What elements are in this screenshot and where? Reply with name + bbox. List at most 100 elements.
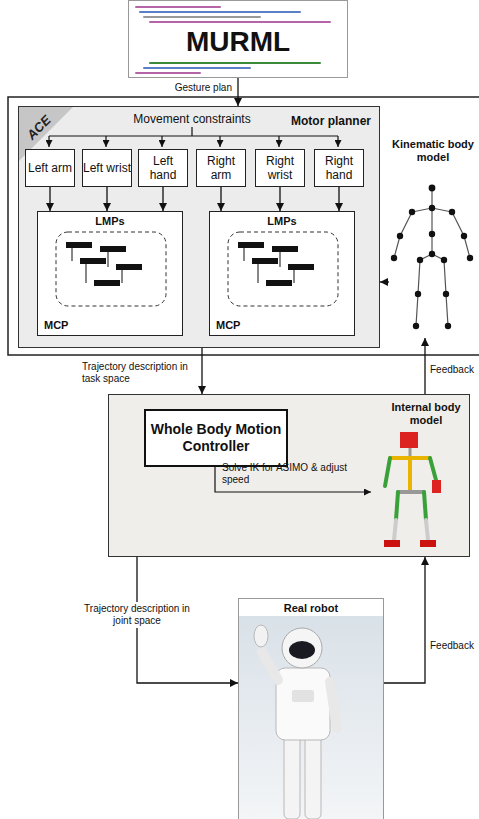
drawing-part (408, 458, 412, 492)
node-fill (255, 149, 305, 187)
robot-photo (239, 616, 383, 819)
drawing-part (431, 188, 432, 254)
drawing-part (452, 212, 470, 258)
drawing-part (244, 248, 294, 283)
node-title: Whole Body Motion Controller (146, 421, 286, 455)
drawing-part (49, 127, 338, 136)
drawing-part (72, 248, 122, 283)
drawing-part (424, 492, 426, 520)
photo-frame: Real robot (238, 598, 384, 819)
planner-panel: ACEMotor plannerLeft armLeft wristLeft h… (18, 106, 380, 348)
connector (338, 187, 339, 211)
drawing-part (467, 255, 473, 261)
node-text: Motor planner (291, 114, 371, 128)
drawing-part (136, 6, 220, 8)
connector (279, 187, 280, 211)
drawing-part (432, 480, 441, 493)
node-fill (82, 149, 132, 187)
drawing-part (144, 16, 260, 18)
edge-label: Gesture plan (150, 82, 232, 93)
node-title: Left wrist (83, 161, 131, 175)
node-title: Left arm (28, 161, 72, 175)
drawing-part (385, 458, 390, 486)
node-fill (108, 394, 470, 557)
drawing-part (441, 257, 447, 263)
body-model: Kinematic body model (389, 138, 477, 338)
node-fill (238, 598, 384, 819)
node-title: Kinematic body model (389, 138, 477, 164)
node-title: Right hand (315, 154, 363, 182)
annotation: Movement constraints (122, 112, 262, 126)
drawing-part (417, 257, 423, 263)
edge-label: Trajectory description in joint space (81, 602, 193, 628)
lmp-box: LMPsMCP (209, 211, 355, 336)
drawing-part (284, 735, 300, 819)
drawing-part (278, 136, 279, 147)
process-box: Right wrist (255, 149, 305, 187)
edge-label: Trajectory description in task space (82, 361, 194, 385)
lmp-graph (228, 232, 338, 306)
drawing-part (48, 136, 49, 147)
drawing-part (337, 136, 338, 147)
drawing-part (413, 323, 419, 329)
drawing-part (415, 291, 421, 297)
drawing-part (288, 264, 314, 270)
node-fill (196, 149, 246, 187)
drawing-part (150, 21, 330, 23)
node-title: Right arm (197, 154, 245, 182)
drawing-part (445, 323, 451, 329)
drawing-part (56, 232, 166, 306)
drawing-part (396, 492, 398, 520)
lmp-graph (56, 232, 166, 306)
node-text: MCP (216, 319, 240, 331)
drawing-part (429, 205, 435, 211)
connector (106, 187, 107, 211)
drawing-part (400, 432, 418, 448)
node-fill (138, 149, 188, 187)
drawing-part (398, 490, 424, 494)
process-box: Right hand (314, 149, 364, 187)
drawing-part (305, 735, 321, 819)
drawing-part (219, 136, 220, 147)
drawing-part (429, 231, 435, 237)
node-text: MCP (44, 319, 68, 331)
drawing-part (272, 246, 298, 252)
node-fill (144, 409, 288, 467)
node-title: Internal body model (387, 401, 465, 427)
drawing-part (238, 242, 314, 286)
lmp-box: LMPsMCP (37, 211, 183, 336)
process-box: Right arm (196, 149, 246, 187)
process-box: Whole Body Motion Controller (144, 409, 288, 467)
drawing-part (262, 652, 278, 680)
drawing-part (384, 540, 400, 547)
drawing-part (100, 246, 126, 252)
drawing-part (144, 67, 250, 69)
constraint-tree (49, 127, 338, 147)
drawing-part (94, 280, 120, 286)
drawing-part (150, 62, 320, 64)
drawing-part (161, 136, 162, 147)
drawing-part (420, 540, 436, 547)
node-title: Right wrist (256, 154, 304, 182)
edge-label: Feedback (430, 640, 474, 651)
process-box: Left arm (25, 149, 75, 187)
edge-label: Feedback (430, 364, 474, 375)
drawing-part (140, 11, 300, 13)
drawing-part (292, 690, 314, 702)
controller-panel: Internal body modelWhole Body Motion Con… (108, 394, 470, 557)
drawing-part (66, 242, 92, 248)
drawing-part (443, 291, 449, 297)
node-fill (314, 149, 364, 187)
drawing-part (330, 682, 337, 728)
connector (49, 187, 50, 211)
document-box: MURML (128, 0, 348, 78)
annotation: Solve IK for ASIMO & adjust speed (222, 462, 354, 486)
drawing-part (394, 188, 470, 326)
connector (201, 348, 202, 394)
drawing-part (394, 212, 412, 258)
node-fill (128, 0, 348, 78)
drawing-part (266, 280, 292, 286)
drawing-part (391, 255, 397, 261)
drawing-part (80, 258, 106, 264)
